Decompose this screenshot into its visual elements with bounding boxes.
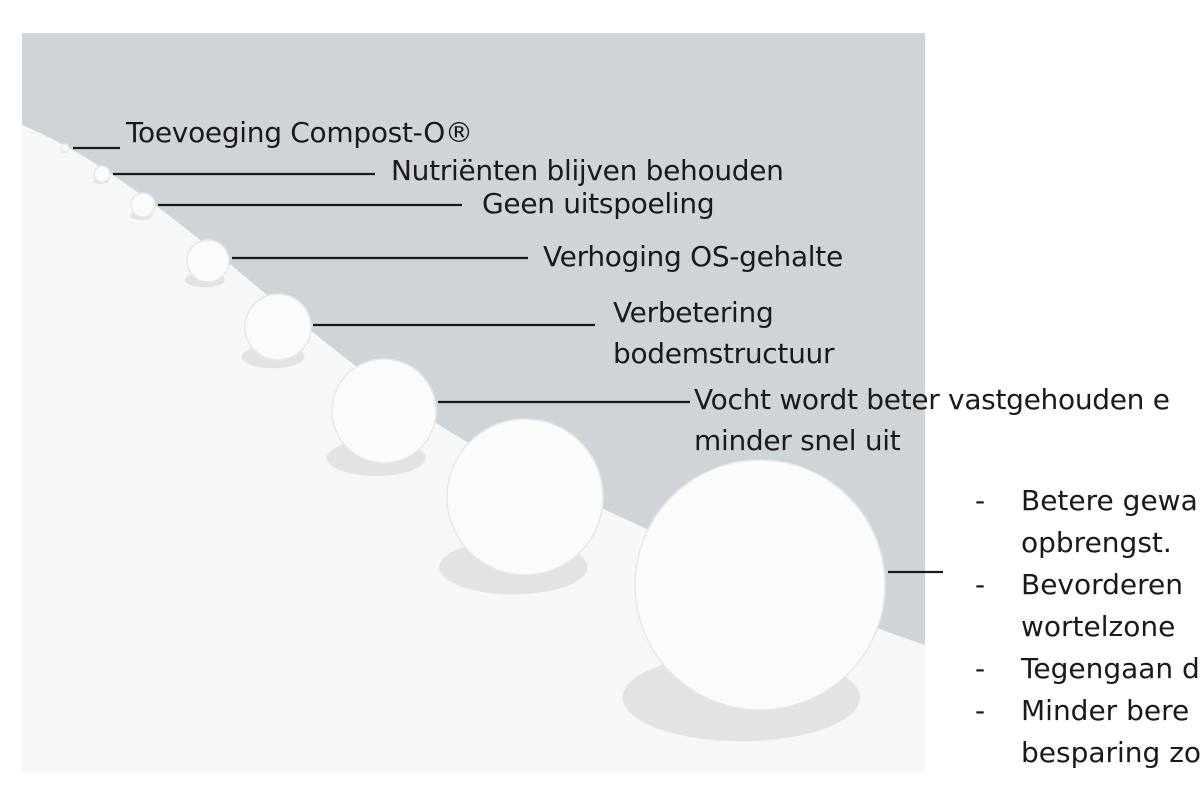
benefits-list: - Betere gewa opbrengst. - Bevorderen wort… [975, 480, 1200, 774]
label-uitspoeling: Geen uitspoeling [482, 187, 715, 220]
bullet-text-cont: opbrengst. [1021, 526, 1172, 559]
bullet-text: Minder bere [1021, 694, 1190, 727]
bullet-dash: - [975, 568, 986, 601]
bullet-dash: - [975, 652, 986, 685]
snowball [244, 293, 312, 361]
bullet-text: Tegengaan d [1021, 652, 1200, 685]
bullet-text: Betere gewa [1021, 484, 1198, 517]
label-nutrienten: Nutriënten blijven behouden [391, 154, 784, 187]
label-bodemstructuur-1: Verbetering [613, 296, 774, 329]
snowball [331, 358, 437, 464]
bullet-item: - Betere gewa [975, 480, 1200, 522]
bullet-dash: - [975, 484, 986, 517]
left-white-strip [0, 35, 22, 238]
bullet-text-cont: wortelzone [1021, 610, 1176, 643]
bullet-item: - Tegengaan d [975, 648, 1200, 690]
snowball [446, 418, 604, 576]
label-toevoeging: Toevoeging Compost-O® [126, 116, 473, 149]
bullet-text: Bevorderen [1021, 568, 1184, 601]
snowball [186, 239, 230, 283]
snowball [634, 459, 886, 711]
label-vocht-1: Vocht wordt beter vastgehouden e [694, 383, 1170, 416]
snowball [60, 143, 70, 153]
bullet-item: - Bevorderen [975, 564, 1200, 606]
bullet-text-cont: besparing zo [1021, 736, 1200, 769]
label-bodemstructuur-2: bodemstructuur [613, 337, 835, 370]
bullet-dash: - [975, 694, 986, 727]
label-os-gehalte: Verhoging OS-gehalte [543, 240, 843, 273]
snowball [130, 192, 156, 218]
bullet-item: - Minder bere [975, 690, 1200, 732]
label-vocht-2: minder snel uit [694, 424, 901, 457]
snowball [93, 165, 111, 183]
